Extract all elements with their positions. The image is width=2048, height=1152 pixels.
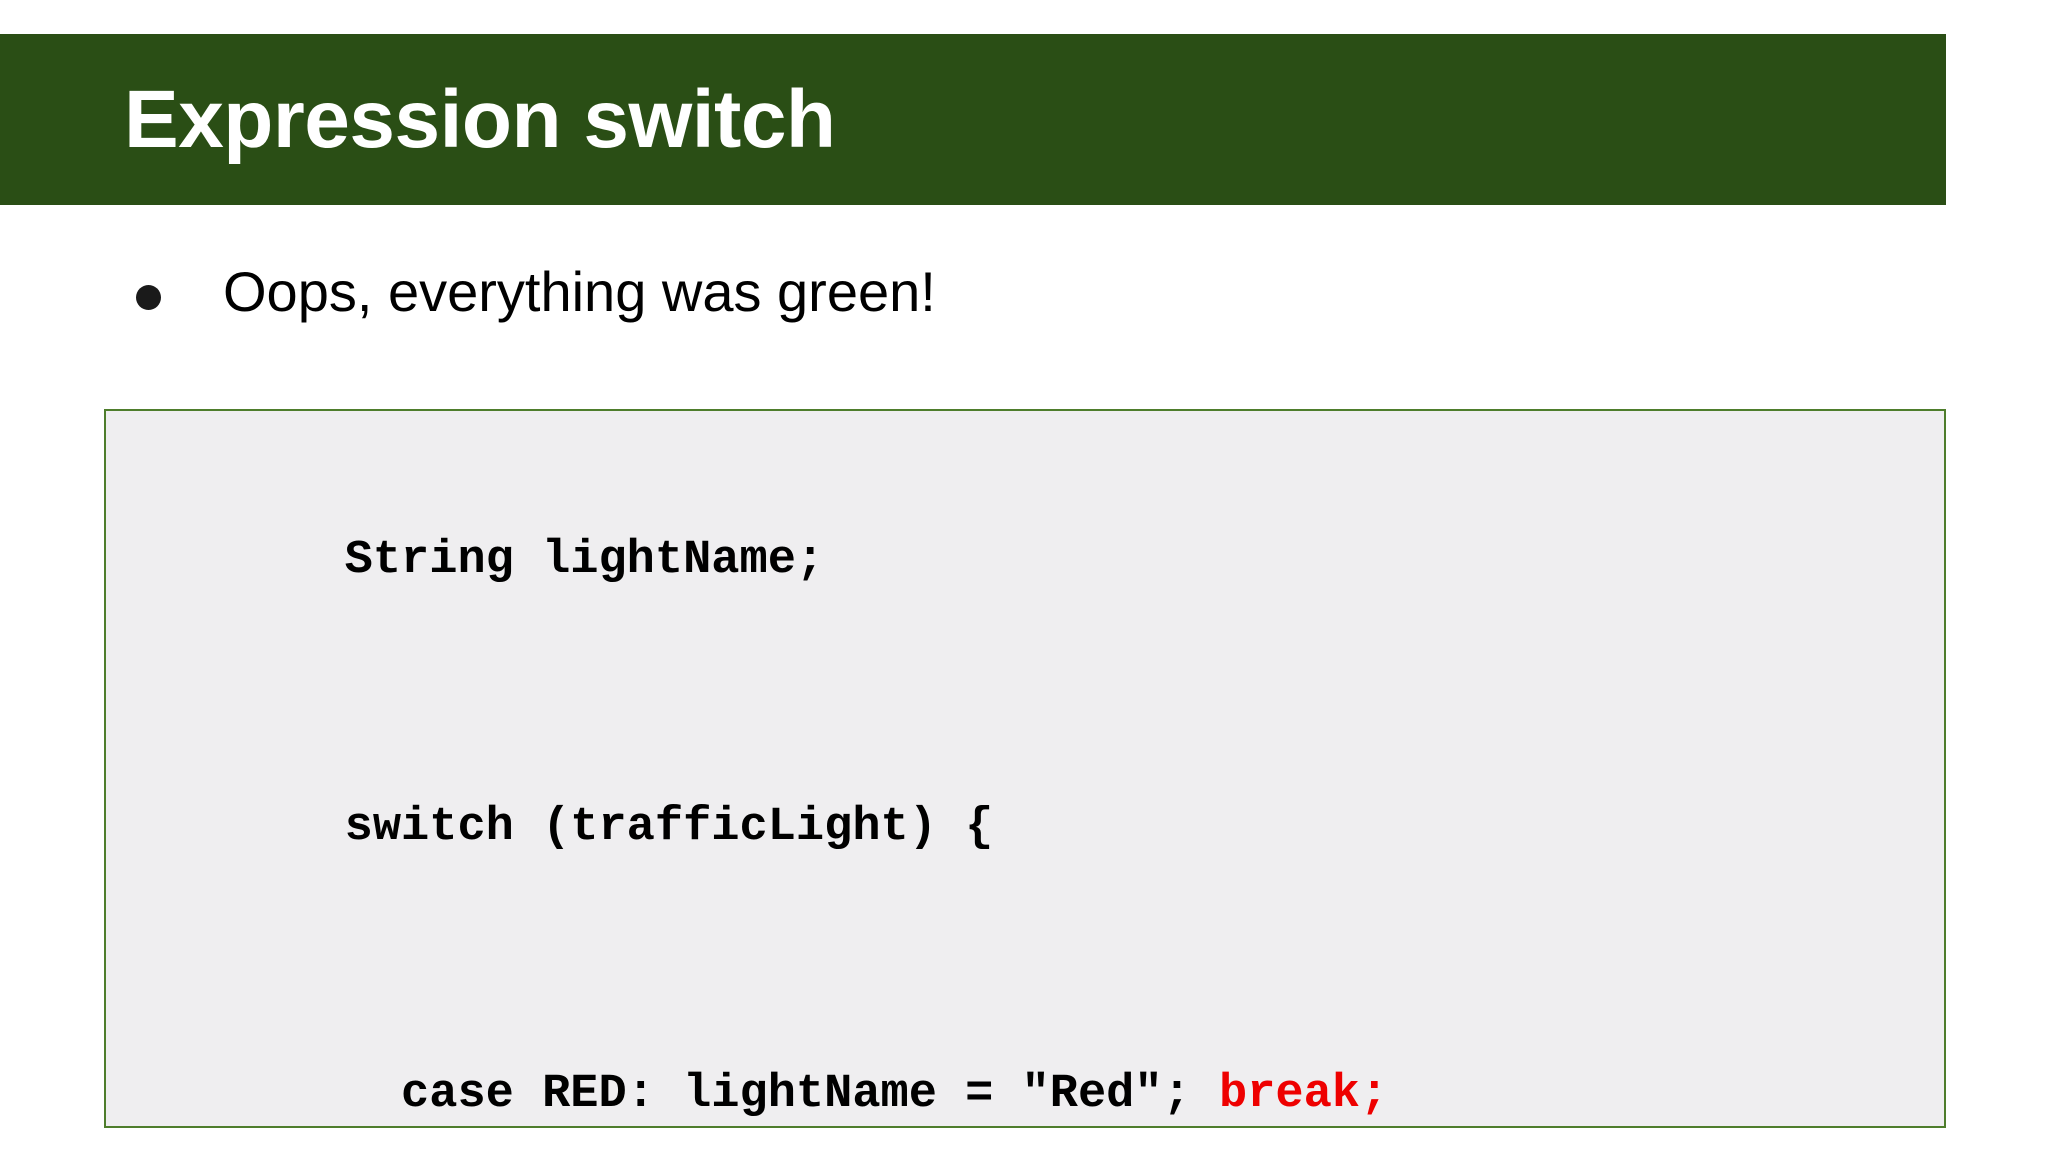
- list-item: Oops, everything was green!: [136, 258, 1836, 325]
- code-line-text: String lightName;: [344, 534, 825, 587]
- code-block: String lightName; switch (trafficLight) …: [104, 409, 1946, 1128]
- bullet-text: Oops, everything was green!: [223, 260, 936, 323]
- code-line-text: switch (trafficLight) {: [344, 801, 994, 854]
- code-line-text: case RED: lightName = "Red";: [344, 1068, 1219, 1121]
- bullet-dot-icon: [136, 285, 161, 310]
- code-block-content: String lightName; switch (trafficLight) …: [119, 427, 1944, 1126]
- code-keyword-break: break;: [1218, 1068, 1389, 1121]
- title-banner: Expression switch: [0, 34, 1946, 205]
- page-title: Expression switch: [124, 73, 836, 165]
- code-line: String lightName;: [119, 427, 1944, 694]
- code-line: switch (trafficLight) {: [119, 694, 1944, 961]
- code-line: case RED: lightName = "Red"; break;: [119, 961, 1944, 1126]
